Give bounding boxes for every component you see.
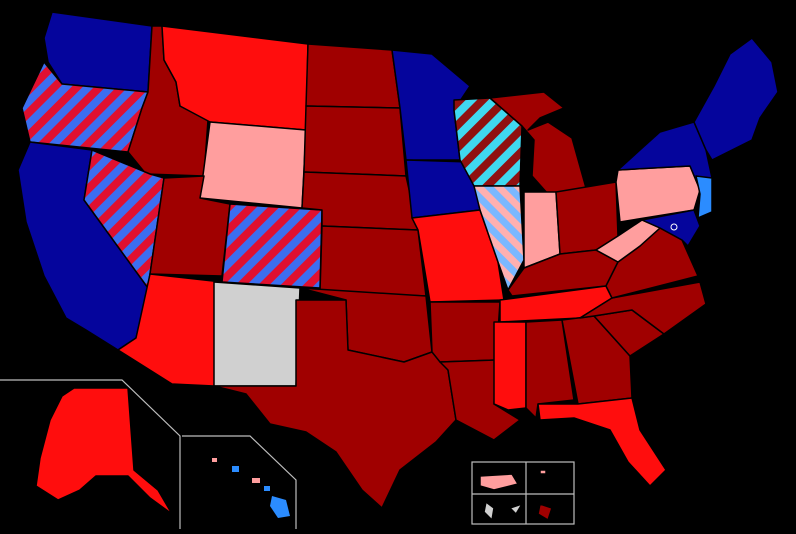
territory-american-samoa [537, 503, 553, 521]
state-alaska [35, 387, 173, 515]
lake-superior [472, 82, 544, 98]
hawaii-inset-frame [182, 435, 297, 529]
state-washington [43, 11, 153, 93]
state-kansas [319, 225, 427, 297]
state-new-jersey [695, 175, 713, 219]
alaska-inset-frame [0, 379, 181, 529]
lake-michigan [520, 128, 534, 186]
dc-marker-icon [670, 223, 678, 231]
state-texas [213, 299, 457, 509]
state-north-carolina [579, 281, 707, 335]
state-wyoming [199, 121, 307, 209]
territory-virgin-islands [539, 469, 547, 475]
state-south-dakota [303, 105, 407, 177]
state-arkansas [429, 301, 501, 363]
state-new-england [693, 37, 779, 161]
territories-inset [471, 461, 575, 525]
territory-northern-mariana [509, 503, 523, 515]
state-hawaii [212, 458, 290, 518]
state-colorado [221, 203, 323, 289]
state-north-dakota [305, 43, 401, 109]
state-florida [537, 397, 667, 487]
territory-puerto-rico [479, 473, 519, 491]
state-mississippi [493, 321, 527, 411]
territory-guam [483, 501, 495, 521]
state-new-mexico [213, 281, 301, 387]
